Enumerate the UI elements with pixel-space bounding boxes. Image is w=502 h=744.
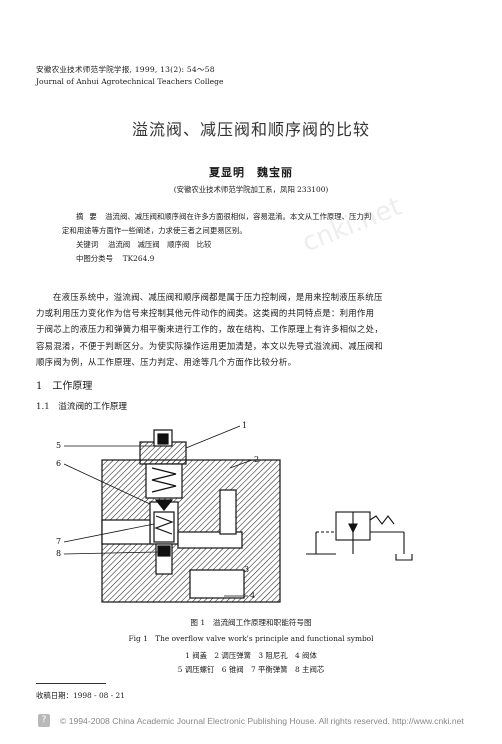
abstract-text-2: 定和用途等方面作一些阐述，力求使三者之间更易区别。 xyxy=(62,226,247,235)
keywords: 溢流阀 减压阀 顺序阀 比较 xyxy=(107,240,212,249)
paper-title: 溢流阀、减压阀和顺序阀的比较 xyxy=(131,120,370,139)
part-label: 7 xyxy=(56,537,61,546)
body-line: 容易混淆，不便于判断区分。为使实际操作运用更加清楚，本文以先导式溢流阀、减压阀和 xyxy=(36,340,383,351)
valve-diagram: 1 2 3 4 5 6 7 8 xyxy=(56,421,413,603)
body-line: 在液压系统中，溢流阀、减压阀和顺序阀都是属于压力控制阀，是用来控制液压系统压 xyxy=(53,292,383,302)
body-line: 于阀芯上的液压力和弹簧力相平衡来进行工作的，故在结构、工作原理上有许多相似之处， xyxy=(36,324,383,335)
abstract-label: 摘要 xyxy=(76,212,103,221)
journal-header-en: Journal of Anhui Agrotechnical Teachers … xyxy=(36,77,224,86)
keywords-label: 关键词 xyxy=(76,240,99,249)
figure-caption-en: Fig 1 The overflow valve work's principl… xyxy=(128,634,374,643)
authors: 夏显明 魏宝丽 xyxy=(209,166,293,179)
figure-caption-cn: 图 1 溢流阀工作原理和职能符号图 xyxy=(190,618,312,627)
journal-header-cn: 安徽农业技术师范学院学报, 1999, 13(2): 54～58 xyxy=(36,65,215,74)
part-label: 3 xyxy=(244,565,249,574)
clc-line: 中图分类号 TK264.9 xyxy=(76,252,456,266)
affiliation: (安徽农业技术师范学院加工系，凤阳 233100) xyxy=(173,185,329,194)
clc-label: 中图分类号 xyxy=(76,254,113,263)
part-label: 6 xyxy=(56,459,61,468)
abstract-text-1: 溢流阀、减压阀和顺序阀在许多方面很相似，容易混淆。本文从工作原理、压力判 xyxy=(105,212,372,221)
valve-figure: 1 2 3 4 5 6 7 8 xyxy=(40,420,464,608)
part-label: 4 xyxy=(250,591,255,600)
copyright-text: © 1994-2008 China Academic Journal Elect… xyxy=(60,716,464,726)
abstract-line-1: 摘要 溢流阀、减压阀和顺序阀在许多方面很相似，容易混淆。本文从工作原理、压力判 xyxy=(76,210,456,224)
body-line: 力或利用压力变化作为信号来控制其他元件动作的阀类。这类阀的共同特点是：利用作用 xyxy=(36,308,375,319)
footnote-divider xyxy=(36,683,106,684)
part-label: 1 xyxy=(242,421,247,430)
parts-line-2: 5 调压螺钉 6 锥阀 7 平衡弹簧 8 主阀芯 xyxy=(177,665,325,674)
valve-body xyxy=(101,429,281,603)
body-line: 顺序阀为例，从工作原理、压力判定、用途等几个方面作比较分析。 xyxy=(36,356,297,367)
section-heading-1-1: 1.1 溢流阀的工作原理 xyxy=(36,402,128,412)
section-heading-1: 1 工作原理 xyxy=(36,381,93,392)
received-date: 收稿日期：1998 - 08 - 21 xyxy=(36,691,125,700)
figure-parts-legend: 1 阀盖 2 调压弹簧 3 阻尼孔 4 阀体 5 调压螺钉 6 锥阀 7 平衡弹… xyxy=(0,649,502,677)
leader-lines xyxy=(63,425,253,597)
clc-number: TK264.9 xyxy=(122,254,155,263)
body-paragraph: 在液压系统中，溢流阀、减压阀和顺序阀都是属于压力控制阀，是用来控制液压系统压 力… xyxy=(36,289,466,370)
keywords-line: 关键词 溢流阀 减压阀 顺序阀 比较 xyxy=(76,238,456,252)
functional-symbol xyxy=(306,511,413,561)
parts-line-1: 1 阀盖 2 调压弹簧 3 阻尼孔 4 阀体 xyxy=(185,651,317,660)
part-label: 5 xyxy=(56,441,61,450)
publisher-logo-icon: ? xyxy=(38,714,50,727)
part-label: 8 xyxy=(56,549,61,558)
part-label: 2 xyxy=(254,455,259,464)
abstract-block: 摘要 溢流阀、减压阀和顺序阀在许多方面很相似，容易混淆。本文从工作原理、压力判 … xyxy=(62,210,456,266)
copyright-footer: ? © 1994-2008 China Academic Journal Ele… xyxy=(0,712,502,730)
